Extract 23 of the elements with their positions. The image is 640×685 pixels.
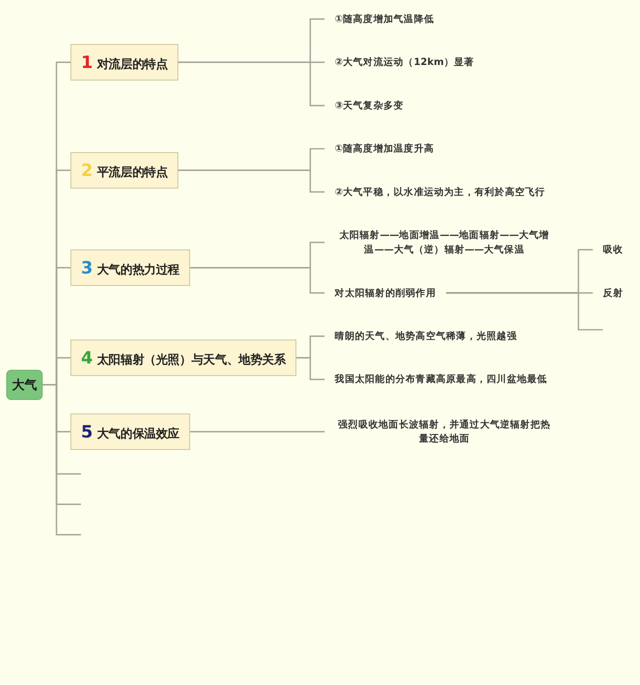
node-text: 我国太阳能的分布青藏高原最高，四川盆地最低 xyxy=(334,372,548,385)
connector xyxy=(42,384,81,536)
node-text: ②大气对流运动（12km）显著 xyxy=(334,56,474,68)
node-text: 反射 xyxy=(602,286,624,298)
node-text: 晴朗的天气、地势高空气稀薄，光照越强 xyxy=(334,330,517,342)
connector xyxy=(178,62,325,106)
badge-number: 3 xyxy=(80,263,93,277)
badge-number: 5 xyxy=(80,427,93,441)
node-text: ①随高度增加气温降低 xyxy=(334,12,434,24)
node-text: 强烈吸收地面长波辐射，并通过大气逆辐射把热量还给地面 xyxy=(338,418,551,444)
badge-number: 1 xyxy=(80,58,93,72)
node-text: 对太阳辐射的削弱作用 xyxy=(334,286,436,298)
connector xyxy=(190,267,325,294)
node-text: ②大气平稳，以水准运动为主，有利於高空飞行 xyxy=(334,186,546,198)
node-text: ①随高度增加温度升高 xyxy=(334,142,434,154)
connector xyxy=(296,357,325,380)
connector xyxy=(190,431,325,432)
connector xyxy=(446,292,603,330)
node-text: 吸收 xyxy=(602,243,624,256)
connector xyxy=(178,170,325,193)
badge-number: 4 xyxy=(80,353,93,367)
node-text: ③天气复杂多变 xyxy=(334,99,404,111)
node-text: 太阳辐射——地面增温——地面辐射——大气增温——大气（逆）辐射——大气保温 xyxy=(339,228,550,256)
